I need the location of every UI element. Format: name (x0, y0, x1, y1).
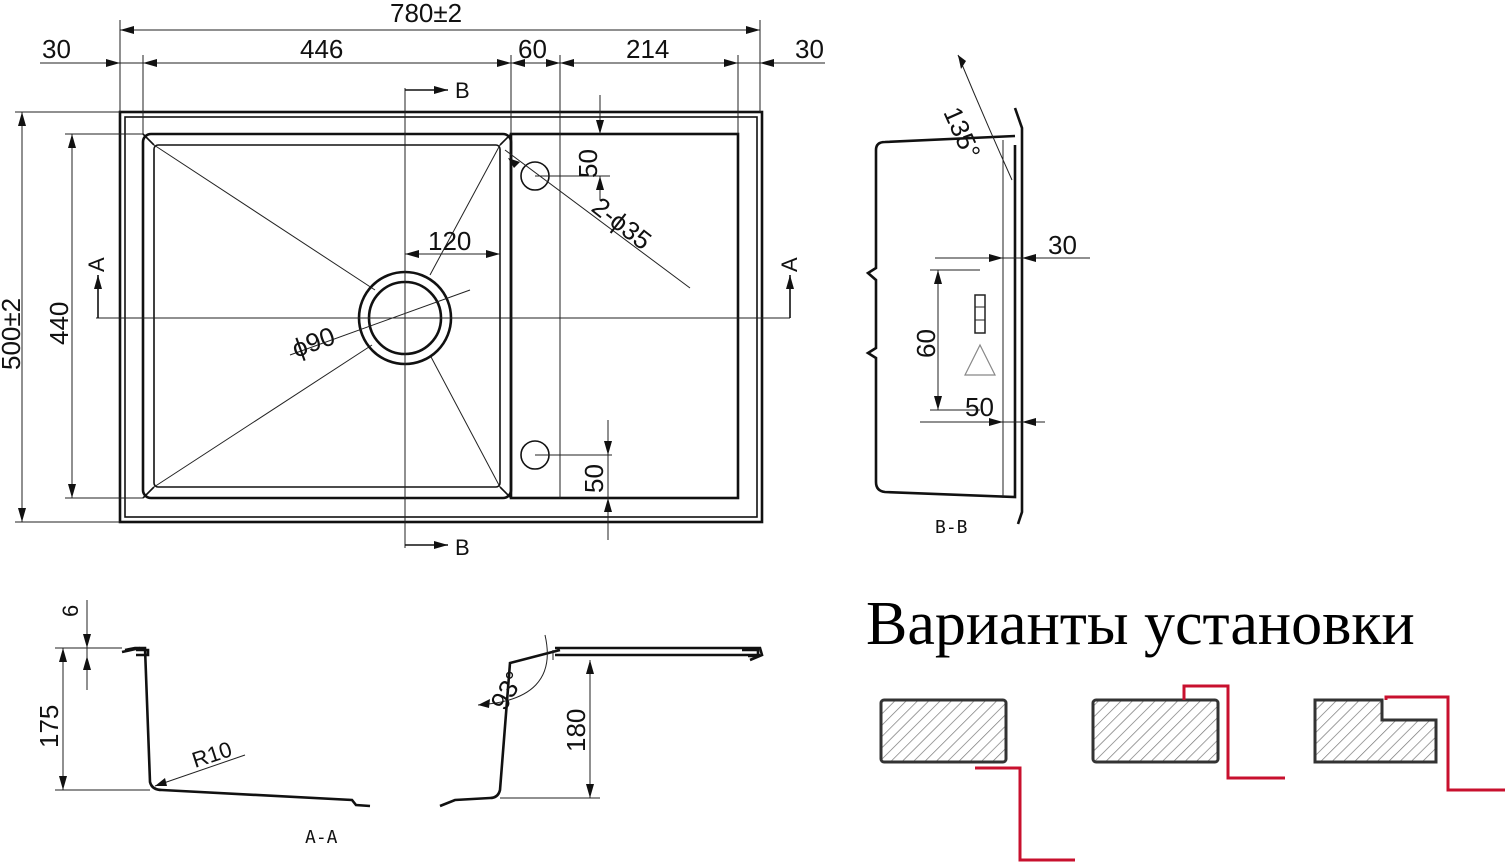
variant-overmount (879, 698, 1075, 862)
section-bb: 135° 30 60 50 B-B (865, 54, 1090, 538)
dim-bowl-width: 446 (300, 34, 343, 64)
sink-edge-flush (1182, 684, 1285, 780)
dim-hole-offset-top: 50 (573, 149, 603, 178)
dim-bowl-depth: 440 (44, 302, 74, 345)
section-a-right: A (777, 257, 802, 272)
variant-flush (1091, 684, 1285, 780)
overflow-slot (974, 294, 986, 334)
dim-overall-width: 780±2 (390, 0, 462, 28)
section-b-bottom: B (455, 535, 470, 560)
dim-drain-diameter: ϕ90 (288, 321, 339, 364)
dim-rim-thickness: 6 (58, 605, 83, 617)
section-aa-label: A-A (305, 827, 338, 848)
dim-overflow-offset: 50 (965, 392, 994, 422)
dim-left-margin: 30 (42, 34, 71, 64)
countertop-overmount (879, 698, 1008, 764)
drainer-outline (509, 132, 740, 500)
dim-drainer-height: 180 (561, 709, 591, 752)
sink-outer-outline (118, 110, 764, 524)
installation-variants: Варианты установки (866, 590, 1505, 862)
dim-hole-offset-bottom: 50 (579, 464, 609, 493)
section-b-top: B (455, 78, 470, 103)
variant-recessed (1313, 695, 1505, 792)
dim-drainer-width: 214 (626, 34, 669, 64)
section-aa-right-profile (439, 646, 764, 808)
warning-icon (964, 343, 996, 376)
dim-angle-135: 135° (938, 102, 987, 163)
dim-bowl-height: 175 (34, 705, 64, 748)
countertop-recessed (1313, 698, 1438, 764)
section-bb-label: B-B (935, 517, 968, 538)
dim-overflow-height: 60 (911, 329, 941, 358)
plan-view: 780±2 30 446 60 214 30 500±2 440 120 ϕ90… (0, 0, 825, 560)
dim-rim-width: 30 (1048, 230, 1077, 260)
section-aa-left-profile (124, 646, 371, 808)
dim-wall-angle: 93° (484, 666, 530, 715)
section-a-left: A (84, 257, 109, 272)
countertop-flush (1091, 698, 1220, 764)
bowl-outline (141, 132, 513, 500)
section-bb-profile (865, 107, 1024, 525)
sink-edge-overmount (975, 766, 1075, 862)
dim-drain-distance: 120 (428, 226, 471, 256)
sink-edge-recessed (1384, 695, 1505, 792)
dim-holes: 2-ϕ35 (586, 191, 657, 256)
dim-radius: R10 (189, 737, 235, 773)
dim-right-margin: 30 (795, 34, 824, 64)
dim-divider-gap: 60 (518, 34, 547, 64)
section-aa: 6 175 R10 93° 180 A-A (34, 600, 764, 848)
installation-title: Варианты установки (866, 590, 1415, 658)
dim-overall-depth: 500±2 (0, 298, 26, 370)
